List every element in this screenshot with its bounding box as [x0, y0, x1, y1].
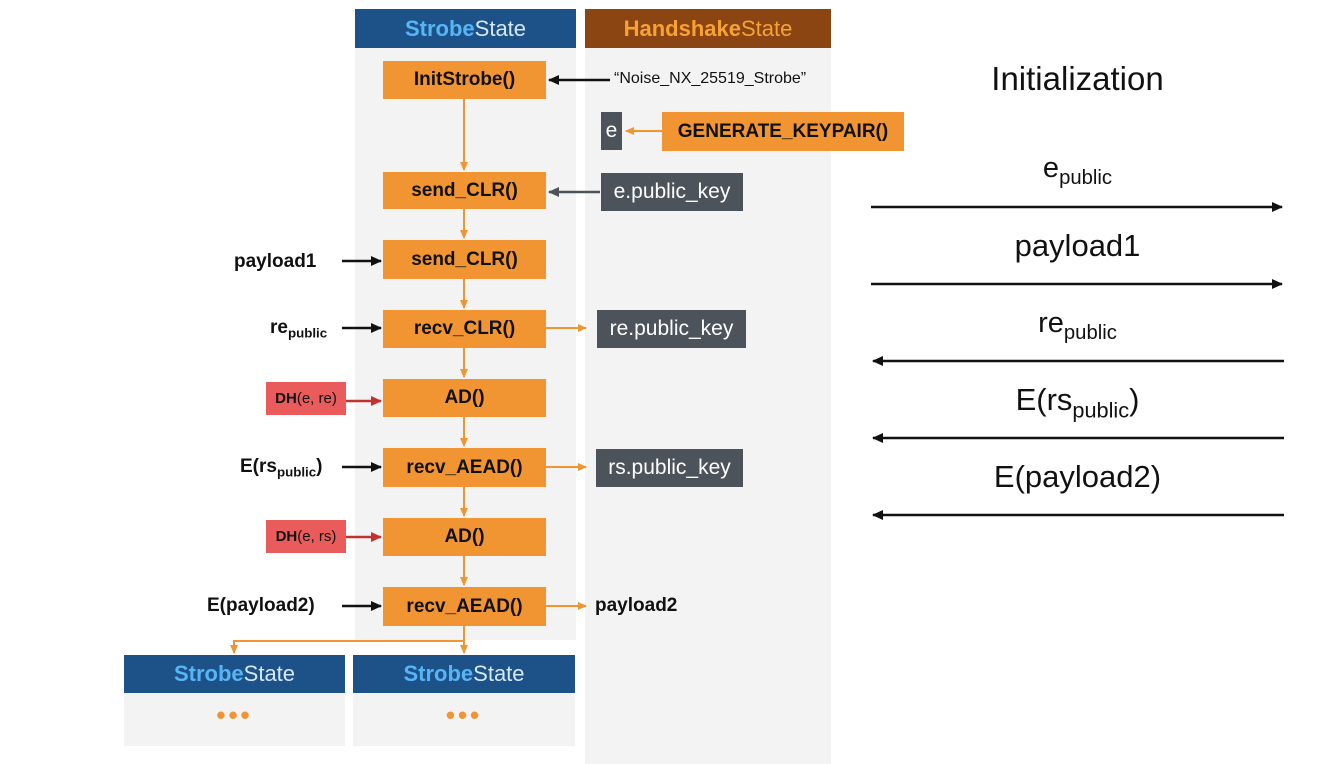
- rs-suffix: ): [316, 456, 323, 477]
- dh2-args: (e, rs): [297, 528, 337, 545]
- send-clr-box-1: send_CLR(): [383, 172, 546, 209]
- encrypted-rs-input-label: E(rspublic): [240, 456, 322, 480]
- bottom-right-header-bold: Strobe: [403, 661, 474, 686]
- dh-e-rs-box: DH(e, rs): [266, 520, 346, 553]
- send-clr-box-2: send_CLR(): [383, 240, 546, 279]
- message-e-public: epublic: [980, 152, 1175, 190]
- recv-aead-box-1: recv_AEAD(): [383, 448, 546, 487]
- handshake-state-header-bold: Handshake: [623, 15, 741, 41]
- re-base: re: [270, 317, 288, 338]
- strobe-state-header-bold: Strobe: [404, 15, 475, 41]
- bottom-left-header-bold: Strobe: [173, 661, 244, 686]
- protocol-name-label: “Noise_NX_25519_Strobe”: [614, 70, 807, 87]
- dh2-bold: DH: [275, 528, 298, 545]
- bottom-left-ellipsis: •••: [216, 700, 253, 730]
- m1-base: e: [1042, 152, 1060, 184]
- handshake-state-column: [585, 48, 831, 764]
- re-public-key-box: re.public_key: [597, 310, 746, 348]
- rs-sub: public: [276, 464, 317, 480]
- message-re-public: republic: [980, 307, 1175, 345]
- recv-aead-box-2: recv_AEAD(): [383, 587, 546, 626]
- message-payload1: payload1: [1014, 228, 1141, 263]
- payload1-input-label: payload1: [234, 251, 317, 272]
- re-sub: public: [287, 325, 328, 341]
- e-public-key-box: e.public_key: [601, 173, 743, 211]
- dh1-bold: DH: [275, 390, 297, 407]
- bottom-right-header-rest: State: [473, 661, 525, 686]
- m3-sub: public: [1063, 322, 1117, 345]
- encrypted-payload2-input-label: E(payload2): [207, 595, 315, 616]
- m4-sub: public: [1072, 397, 1130, 423]
- message-encrypted-rs-public: E(rspublic): [960, 382, 1195, 424]
- re-public-input-label: republic: [270, 317, 327, 341]
- strobe-state-column-bottom-left: [124, 693, 345, 746]
- message-encrypted-payload2: E(payload2): [993, 459, 1162, 494]
- m4-prefix: E(rs: [1015, 382, 1073, 417]
- recv-clr-box: recv_CLR(): [383, 310, 546, 348]
- strobe-state-header-rest: State: [474, 15, 527, 41]
- bottom-right-ellipsis: •••: [445, 700, 483, 730]
- strobe-state-column-bottom-right: [353, 693, 575, 746]
- bottom-left-header-rest: State: [243, 661, 296, 686]
- rs-public-key-box: rs.public_key: [596, 449, 743, 487]
- m3-base: re: [1038, 307, 1064, 339]
- rs-prefix: E(rs: [240, 456, 277, 477]
- generate-keypair-box: GENERATE_KEYPAIR(): [662, 112, 904, 151]
- initialization-title: Initialization: [991, 60, 1164, 97]
- ephemeral-key-box: e: [601, 112, 622, 150]
- handshake-state-header-rest: State: [741, 15, 793, 41]
- dh1-args: (e, re): [296, 390, 337, 407]
- init-strobe-box: InitStrobe(): [383, 61, 546, 99]
- m4-suffix: ): [1129, 382, 1140, 417]
- dh-e-re-box: DH(e, re): [266, 382, 346, 415]
- payload2-output-label: payload2: [595, 595, 678, 616]
- ad-box-1: AD(): [383, 379, 546, 417]
- ad-box-2: AD(): [383, 518, 546, 556]
- m1-sub: public: [1059, 167, 1113, 190]
